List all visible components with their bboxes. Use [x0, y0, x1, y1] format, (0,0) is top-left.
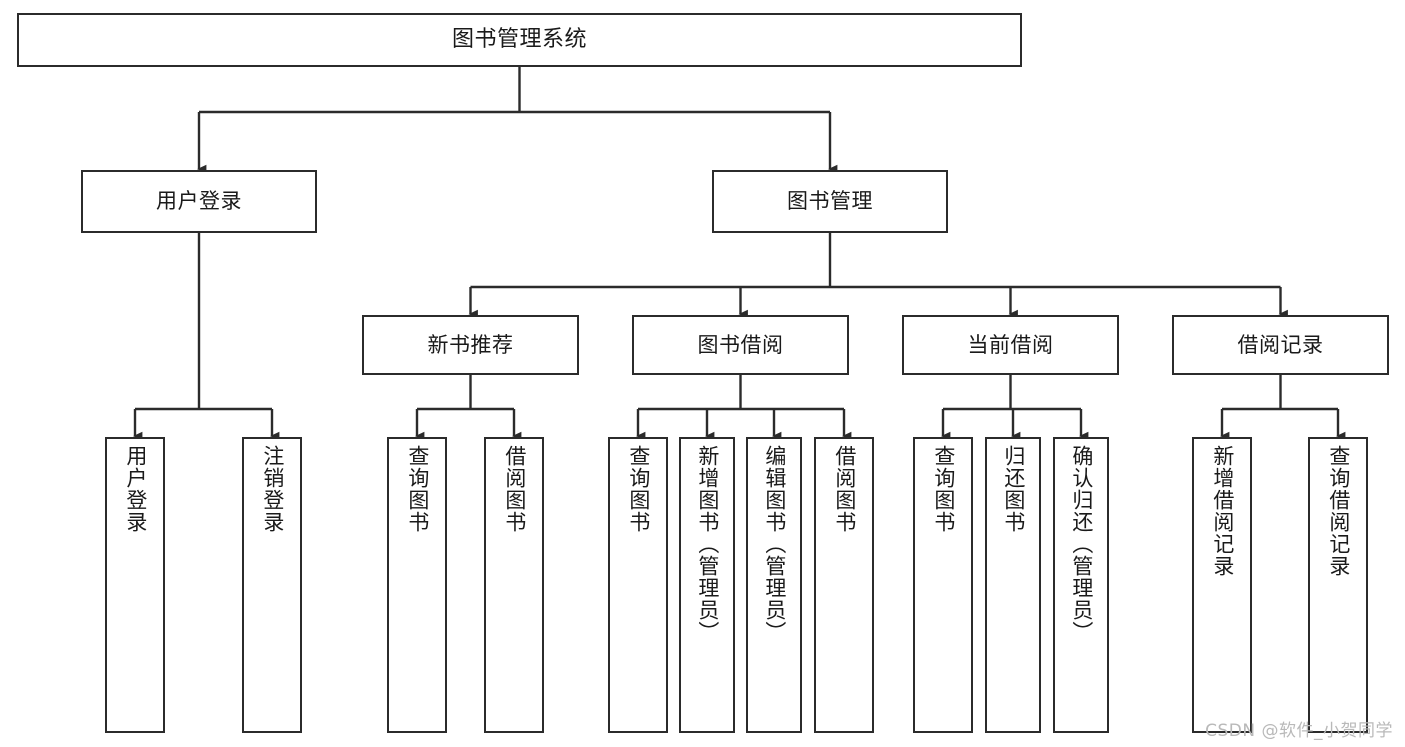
- node-leaf-query-book-3[interactable]: 查询图书: [913, 437, 973, 733]
- watermark-csdn: CSDN @软件_小贺同学: [1205, 721, 1393, 741]
- node-leaf-user-login[interactable]: 用户登录: [105, 437, 165, 733]
- node-label: 用户登录: [156, 189, 242, 214]
- node-leaf-edit-book[interactable]: 编辑图书（管理员）: [746, 437, 802, 733]
- node-label: 查询图书: [931, 445, 956, 533]
- node-user-login[interactable]: 用户登录: [81, 170, 317, 233]
- node-label: 新书推荐: [427, 332, 514, 357]
- node-label: 图书管理: [787, 189, 873, 214]
- node-label: 确认归还（管理员）: [1069, 445, 1094, 643]
- node-leaf-return-book[interactable]: 归还图书: [985, 437, 1041, 733]
- node-label: 借阅图书: [502, 445, 527, 533]
- node-leaf-query-book-1[interactable]: 查询图书: [387, 437, 447, 733]
- node-root-book-management-system[interactable]: 图书管理系统: [17, 13, 1022, 67]
- node-leaf-add-book[interactable]: 新增图书（管理员）: [679, 437, 735, 733]
- node-label: 查询图书: [626, 445, 651, 533]
- node-label: 图书管理系统: [451, 27, 587, 53]
- node-label: 用户登录: [123, 445, 148, 533]
- node-label: 新增借阅记录: [1210, 445, 1235, 577]
- node-label: 借阅图书: [832, 445, 857, 533]
- node-label: 图书借阅: [697, 332, 784, 357]
- node-label: 注销登录: [260, 445, 285, 533]
- node-label: 借阅记录: [1237, 332, 1324, 357]
- node-label: 归还图书: [1001, 445, 1026, 533]
- node-leaf-confirm-return[interactable]: 确认归还（管理员）: [1053, 437, 1109, 733]
- node-current-borrow[interactable]: 当前借阅: [902, 315, 1119, 375]
- node-leaf-user-logout[interactable]: 注销登录: [242, 437, 302, 733]
- node-label: 查询借阅记录: [1326, 445, 1351, 577]
- node-label: 查询图书: [405, 445, 430, 533]
- node-book-borrow[interactable]: 图书借阅: [632, 315, 849, 375]
- node-leaf-borrow-book-1[interactable]: 借阅图书: [484, 437, 544, 733]
- node-leaf-query-record[interactable]: 查询借阅记录: [1308, 437, 1368, 733]
- node-leaf-query-book-2[interactable]: 查询图书: [608, 437, 668, 733]
- node-label: 当前借阅: [967, 332, 1054, 357]
- node-label: 编辑图书（管理员）: [762, 445, 787, 643]
- node-book-manage[interactable]: 图书管理: [712, 170, 948, 233]
- node-borrow-record[interactable]: 借阅记录: [1172, 315, 1389, 375]
- node-leaf-add-record[interactable]: 新增借阅记录: [1192, 437, 1252, 733]
- node-new-book-rec[interactable]: 新书推荐: [362, 315, 579, 375]
- node-label: 新增图书（管理员）: [695, 445, 720, 643]
- node-leaf-borrow-book-2[interactable]: 借阅图书: [814, 437, 874, 733]
